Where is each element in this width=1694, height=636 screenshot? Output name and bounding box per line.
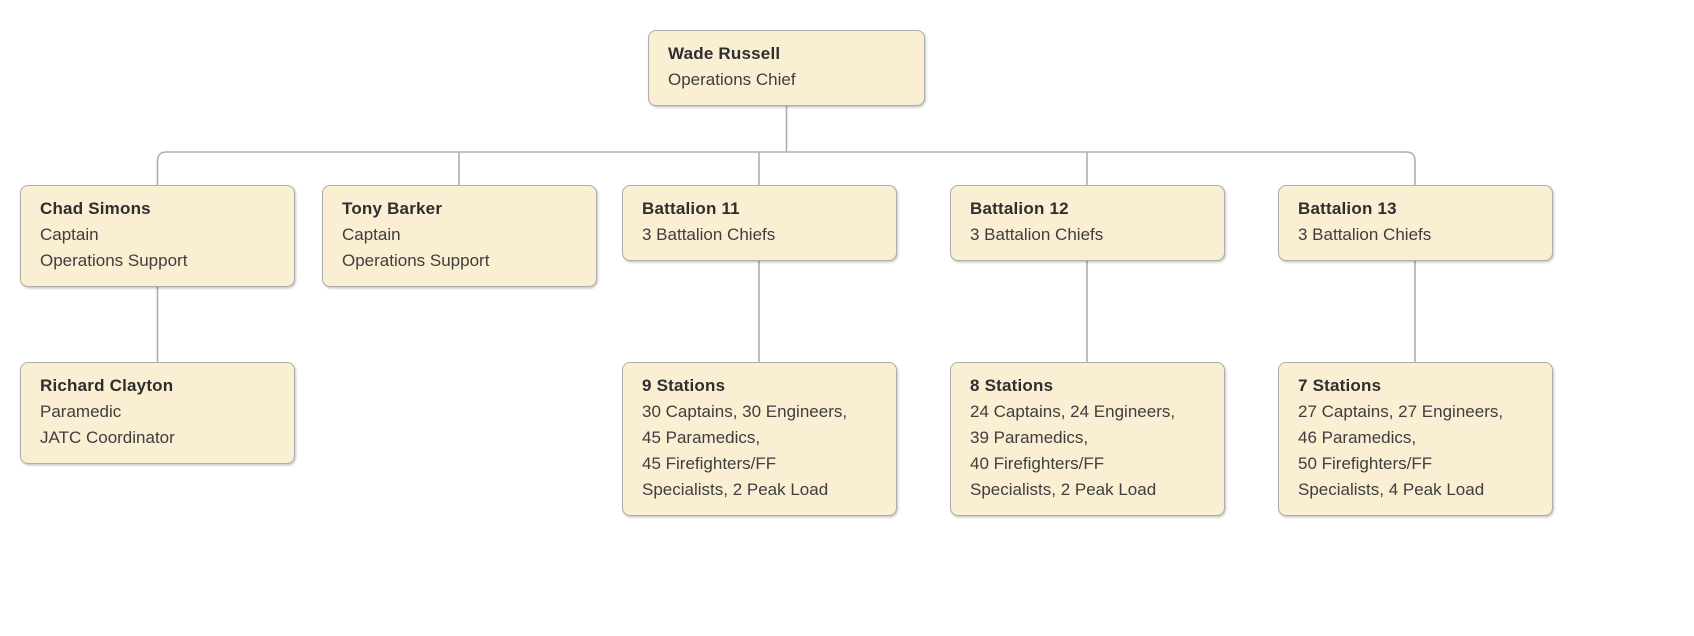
- node-subtitle: Captain: [342, 225, 401, 244]
- node-subtitle: Operations Support: [342, 251, 490, 270]
- node-subtitle: 3 Battalion Chiefs: [642, 225, 776, 244]
- node-title: Wade Russell: [668, 44, 781, 63]
- node-title: Richard Clayton: [40, 376, 174, 395]
- node-title: 7 Stations: [1298, 376, 1382, 395]
- node-detail: 45 Firefighters/FF: [642, 454, 777, 473]
- node-title: Chad Simons: [40, 199, 151, 218]
- node-title: Battalion 12: [970, 199, 1069, 218]
- node-subtitle: Captain: [40, 225, 99, 244]
- org-node-richard-clayton[interactable]: Richard Clayton Paramedic JATC Coordinat…: [20, 362, 295, 464]
- node-detail: 39 Paramedics,: [970, 428, 1089, 447]
- node-detail: 27 Captains, 27 Engineers,: [1298, 402, 1504, 421]
- org-node-battalion-11-stations[interactable]: 9 Stations 30 Captains, 30 Engineers, 45…: [622, 362, 897, 516]
- node-detail: Specialists, 2 Peak Load: [642, 480, 829, 499]
- node-detail: Specialists, 2 Peak Load: [970, 480, 1157, 499]
- org-node-tony-barker[interactable]: Tony Barker Captain Operations Support: [322, 185, 597, 287]
- node-detail: 24 Captains, 24 Engineers,: [970, 402, 1176, 421]
- node-detail: Specialists, 4 Peak Load: [1298, 480, 1485, 499]
- node-subtitle: 3 Battalion Chiefs: [1298, 225, 1432, 244]
- node-title: 8 Stations: [970, 376, 1054, 395]
- node-detail: 45 Paramedics,: [642, 428, 761, 447]
- org-node-chad-simons[interactable]: Chad Simons Captain Operations Support: [20, 185, 295, 287]
- node-subtitle: 3 Battalion Chiefs: [970, 225, 1104, 244]
- node-detail: 46 Paramedics,: [1298, 428, 1417, 447]
- org-node-battalion-12[interactable]: Battalion 12 3 Battalion Chiefs: [950, 185, 1225, 261]
- org-node-wade-russell[interactable]: Wade Russell Operations Chief: [648, 30, 925, 106]
- node-subtitle: Paramedic: [40, 402, 122, 421]
- node-detail: 50 Firefighters/FF: [1298, 454, 1433, 473]
- org-node-battalion-13-stations[interactable]: 7 Stations 27 Captains, 27 Engineers, 46…: [1278, 362, 1553, 516]
- node-detail: 40 Firefighters/FF: [970, 454, 1105, 473]
- org-node-battalion-13[interactable]: Battalion 13 3 Battalion Chiefs: [1278, 185, 1553, 261]
- node-title: 9 Stations: [642, 376, 726, 395]
- node-title: Battalion 13: [1298, 199, 1397, 218]
- node-title: Battalion 11: [642, 199, 740, 218]
- org-node-battalion-11[interactable]: Battalion 11 3 Battalion Chiefs: [622, 185, 897, 261]
- node-subtitle: Operations Chief: [668, 70, 796, 89]
- org-node-battalion-12-stations[interactable]: 8 Stations 24 Captains, 24 Engineers, 39…: [950, 362, 1225, 516]
- node-subtitle: JATC Coordinator: [40, 428, 175, 447]
- node-detail: 30 Captains, 30 Engineers,: [642, 402, 848, 421]
- node-subtitle: Operations Support: [40, 251, 188, 270]
- connector-edge-rail: [156, 151, 1416, 190]
- node-title: Tony Barker: [342, 199, 443, 218]
